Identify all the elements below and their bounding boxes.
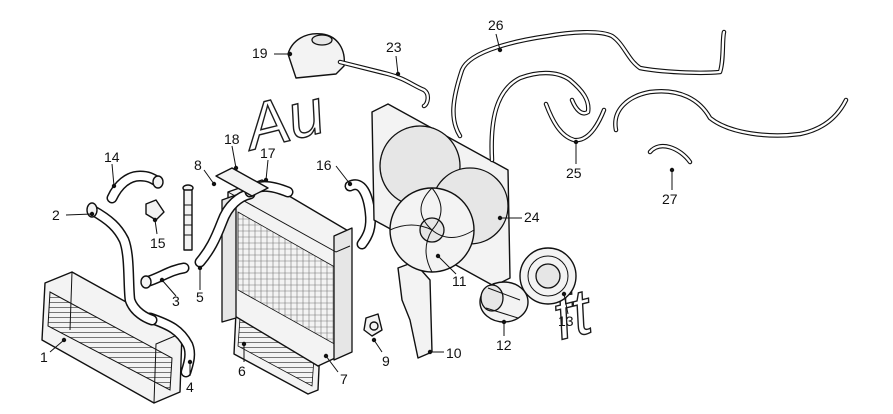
expansion-tank-19 bbox=[287, 33, 345, 79]
sensor-15 bbox=[145, 199, 165, 221]
ac-line-26 bbox=[451, 29, 727, 139]
hose-3 bbox=[140, 262, 190, 289]
callout-12: 12 bbox=[496, 337, 512, 353]
callout-15: 15 bbox=[150, 235, 166, 251]
callout-16: 16 bbox=[316, 157, 332, 173]
ac-line-25 bbox=[543, 101, 607, 143]
callout-18: 18 bbox=[224, 131, 240, 147]
callout-14: 14 bbox=[104, 149, 120, 165]
callout-27: 27 bbox=[662, 191, 678, 207]
callout-24: 24 bbox=[524, 209, 540, 225]
hose-14 bbox=[106, 170, 164, 204]
hose-5 bbox=[194, 188, 256, 268]
callout-8: 8 bbox=[194, 157, 202, 173]
callout-2: 2 bbox=[52, 207, 60, 223]
lower-hose-4 bbox=[144, 312, 196, 378]
callout-7: 7 bbox=[340, 371, 348, 387]
callout-4: 4 bbox=[186, 379, 194, 395]
charge-air-hose-2 bbox=[86, 202, 158, 326]
callout-23: 23 bbox=[386, 39, 402, 55]
callout-17: 17 bbox=[260, 145, 276, 161]
callout-3: 3 bbox=[172, 293, 180, 309]
callout-13: 13 bbox=[558, 313, 574, 329]
ac-line-26b bbox=[489, 70, 591, 163]
callout-6: 6 bbox=[238, 363, 246, 379]
bracket-10 bbox=[397, 261, 433, 359]
drain-plug-8 bbox=[182, 184, 194, 251]
callout-11: 11 bbox=[452, 273, 467, 289]
watermark-left: Au bbox=[234, 75, 331, 165]
callout-10: 10 bbox=[446, 345, 462, 361]
callout-26: 26 bbox=[488, 17, 504, 33]
callout-1: 1 bbox=[40, 349, 48, 365]
hose-16 bbox=[344, 179, 376, 250]
radiator bbox=[221, 179, 353, 367]
compressor-clutch-13 bbox=[519, 247, 577, 305]
intercooler bbox=[41, 271, 183, 404]
bracket-18 bbox=[215, 167, 269, 197]
callout-9: 9 bbox=[382, 353, 390, 369]
leader-lines bbox=[49, 33, 675, 376]
callout-19: 19 bbox=[252, 45, 268, 61]
thermostat-9 bbox=[363, 313, 383, 337]
hose-23 bbox=[337, 59, 430, 109]
ac-line-27 bbox=[613, 88, 849, 165]
callout-25: 25 bbox=[566, 165, 582, 181]
ac-compressor-12 bbox=[479, 281, 529, 323]
callout-5: 5 bbox=[196, 289, 204, 305]
callout-labels: 1 2 3 4 5 6 7 8 9 10 11 12 13 14 15 16 1… bbox=[40, 17, 678, 395]
cooling-fan-11 bbox=[389, 187, 475, 273]
